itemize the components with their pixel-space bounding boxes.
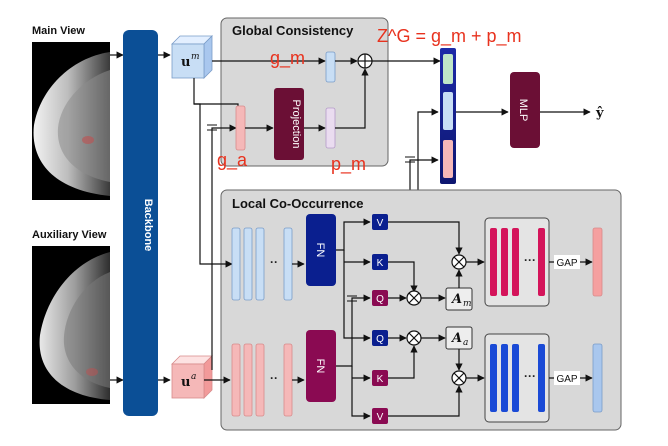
u-a-symbol: u bbox=[181, 375, 190, 390]
sum-operator-icon bbox=[357, 53, 373, 69]
mlp-label: MLP bbox=[517, 99, 529, 122]
u-a-superscript: a bbox=[191, 372, 196, 382]
local-co-occurrence-title: Local Co-Occurrence bbox=[232, 196, 364, 211]
global-consistency-title: Global Consistency bbox=[232, 23, 354, 38]
concat-global-segment bbox=[443, 54, 453, 84]
a-a-subscript: a bbox=[463, 338, 468, 348]
q-bottom-box bbox=[372, 330, 388, 346]
a-a-symbol: A bbox=[450, 331, 462, 346]
fn-bottom-to-v-arrow bbox=[351, 366, 371, 420]
q-bottom-label: Q bbox=[376, 334, 384, 345]
aux-token-stack: ·· bbox=[231, 343, 293, 417]
concat-local-main-segment bbox=[443, 92, 453, 130]
fn-top-to-v-arrow bbox=[336, 218, 371, 251]
a-m-subscript: m bbox=[463, 299, 472, 309]
blue-feature-stack: ··· bbox=[490, 344, 545, 412]
k-top-to-mul-arrow bbox=[388, 261, 418, 293]
gap-bottom-label: GAP bbox=[556, 374, 577, 385]
backbone-block bbox=[123, 30, 158, 416]
k-top-box bbox=[372, 254, 388, 270]
auxiliary-view-label: Auxiliary View bbox=[32, 229, 107, 241]
g-a-annotation: g_a bbox=[217, 150, 248, 171]
gap-bottom-box bbox=[554, 371, 580, 385]
gap-top-vector bbox=[592, 227, 603, 297]
local-co-occurrence-box bbox=[220, 189, 622, 431]
v-bottom-to-mul-arrow bbox=[388, 385, 463, 417]
v-top-label: V bbox=[377, 218, 384, 229]
backbone-label: Backbone bbox=[142, 199, 154, 252]
k-top-label: K bbox=[377, 258, 384, 269]
g-m-vector bbox=[325, 51, 336, 83]
fn-top-label: FN bbox=[314, 243, 326, 258]
fn-top-block bbox=[306, 214, 336, 286]
mul-bottom-v-icon bbox=[451, 370, 467, 386]
g-m-annotation: g_m bbox=[270, 48, 305, 69]
v-top-to-mul-arrow bbox=[388, 221, 463, 255]
k-bottom-to-mul-arrow bbox=[388, 345, 418, 379]
u-m-symbol: u bbox=[181, 55, 190, 70]
k-bottom-label: K bbox=[377, 374, 384, 385]
pink-stack-ellipsis: ··· bbox=[524, 253, 536, 267]
p-m-annotation: p_m bbox=[331, 154, 366, 175]
main-token-ellipsis: ·· bbox=[270, 255, 278, 269]
zg-formula-annotation: Z^G = g_m + p_m bbox=[377, 26, 522, 47]
fn-bottom-block bbox=[306, 330, 336, 402]
ua-up-to-ga-arrow bbox=[211, 124, 237, 370]
output-y-hat: ŷ bbox=[595, 106, 604, 121]
u-a-feature-cube: u a bbox=[171, 355, 213, 399]
q-top-label: Q bbox=[376, 294, 384, 305]
global-consistency-box bbox=[220, 17, 389, 167]
fn-top-to-q-bottom-arrow bbox=[343, 250, 371, 342]
gap-top-box bbox=[554, 255, 580, 269]
projection-label: Projection bbox=[290, 100, 302, 149]
g-a-vector bbox=[235, 105, 246, 151]
concat-local-aux-segment bbox=[443, 140, 453, 178]
main-view-image bbox=[32, 42, 110, 200]
main-token-stack: ·· bbox=[231, 227, 293, 301]
aux-token-ellipsis: ·· bbox=[270, 371, 278, 385]
k-bottom-box bbox=[372, 370, 388, 386]
pm-to-sum-arrow bbox=[335, 68, 369, 129]
gap-bottom-vector bbox=[592, 343, 603, 413]
fn-bottom-label: FN bbox=[314, 359, 326, 374]
mlp-block bbox=[510, 72, 540, 148]
mul-bottom-qk-icon bbox=[406, 330, 422, 346]
p-m-vector bbox=[325, 107, 336, 149]
v-bottom-label: V bbox=[377, 412, 384, 423]
u-m-feature-cube: u m bbox=[171, 35, 213, 79]
q-top-box bbox=[372, 290, 388, 306]
a-m-symbol: A bbox=[450, 292, 462, 307]
projection-block bbox=[274, 88, 304, 160]
fn-bottom-to-q-top-arrow bbox=[336, 294, 371, 367]
mul-top-v-icon bbox=[451, 254, 467, 270]
um-down-path bbox=[194, 103, 212, 265]
gap-top-label: GAP bbox=[556, 258, 577, 269]
auxiliary-view-image bbox=[32, 246, 111, 404]
mul-top-qk-icon bbox=[406, 290, 422, 306]
v-bottom-box bbox=[372, 408, 388, 424]
blue-stack-ellipsis: ··· bbox=[524, 369, 536, 383]
u-m-superscript: m bbox=[191, 52, 200, 62]
pink-feature-stack: ··· bbox=[490, 228, 545, 296]
v-top-box bbox=[372, 214, 388, 230]
main-view-label: Main View bbox=[32, 25, 85, 37]
